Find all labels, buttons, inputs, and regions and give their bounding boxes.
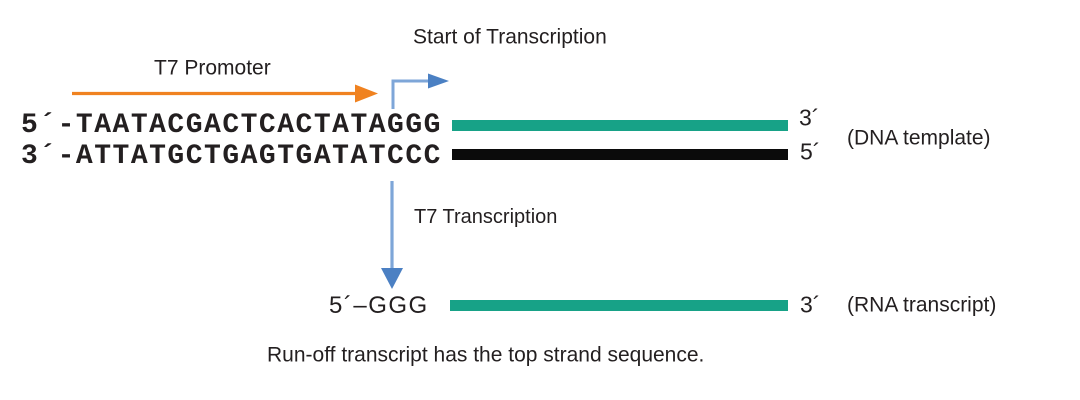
transcription-start-arrow xyxy=(391,73,449,109)
dna-top-strand-bar xyxy=(452,120,788,131)
caption: Run-off transcript has the top strand se… xyxy=(267,343,705,367)
dna-top-strand-sequence: 5´-TAATACGACTCACTATAGGG xyxy=(21,110,442,141)
start-of-transcription-label: Start of Transcription xyxy=(413,25,607,49)
dna-bottom-strand-bar xyxy=(452,149,788,160)
dna-bottom-strand-sequence: 3´-ATTATGCTGAGTGATATCCC xyxy=(21,141,442,172)
rna-transcript-bar xyxy=(450,300,788,311)
dna-top-strand-end-label: 3´ xyxy=(799,104,820,131)
rna-start-label: 5´–GGG xyxy=(329,292,429,319)
dna-template-label: (DNA template) xyxy=(847,126,991,150)
t7-transcription-arrow xyxy=(381,181,403,289)
rna-transcript-label: (RNA transcript) xyxy=(847,293,997,317)
t7-promoter-arrow xyxy=(72,84,378,103)
dna-bottom-strand-end-label: 5´ xyxy=(800,138,821,165)
t7-transcription-label: T7 Transcription xyxy=(414,206,558,228)
t7-promoter-label: T7 Promoter xyxy=(154,56,271,80)
rna-end-label: 3´ xyxy=(800,291,821,318)
